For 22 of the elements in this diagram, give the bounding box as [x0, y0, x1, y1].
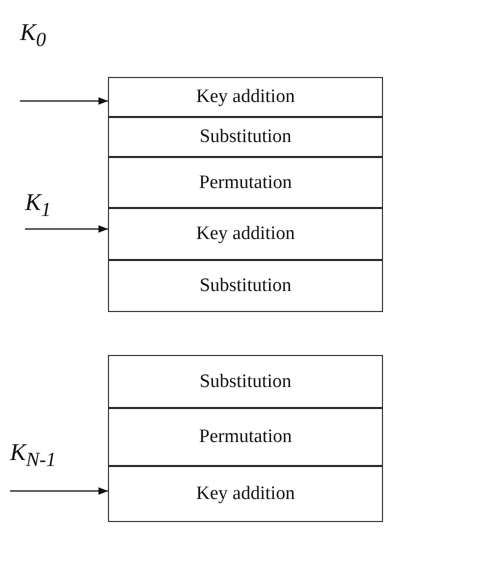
- step-box: [108, 408, 383, 466]
- step-label: Key addition: [196, 223, 295, 245]
- step-box: [108, 208, 383, 260]
- step-box: [108, 117, 383, 157]
- arrow: [25, 225, 108, 233]
- key-label: K$_{1}$: [25, 190, 52, 222]
- key-label: K$_{N-1}$: [10, 440, 56, 472]
- step-label: Key addition: [196, 86, 295, 108]
- arrow: [10, 487, 108, 495]
- step-label: Key addition: [196, 483, 295, 505]
- step-box: [108, 355, 383, 408]
- step-label: Permutation: [199, 426, 292, 448]
- step-label: Substitution: [200, 126, 292, 148]
- step-box: [108, 260, 383, 312]
- step-label: Substitution: [200, 370, 292, 392]
- arrow: [20, 97, 108, 105]
- step-box: [108, 157, 383, 208]
- key-label: K$_{0}$: [20, 20, 46, 52]
- step-label: Permutation: [199, 172, 292, 194]
- step-box: [108, 466, 383, 522]
- step-box: [108, 77, 383, 117]
- step-label: Substitution: [200, 275, 292, 297]
